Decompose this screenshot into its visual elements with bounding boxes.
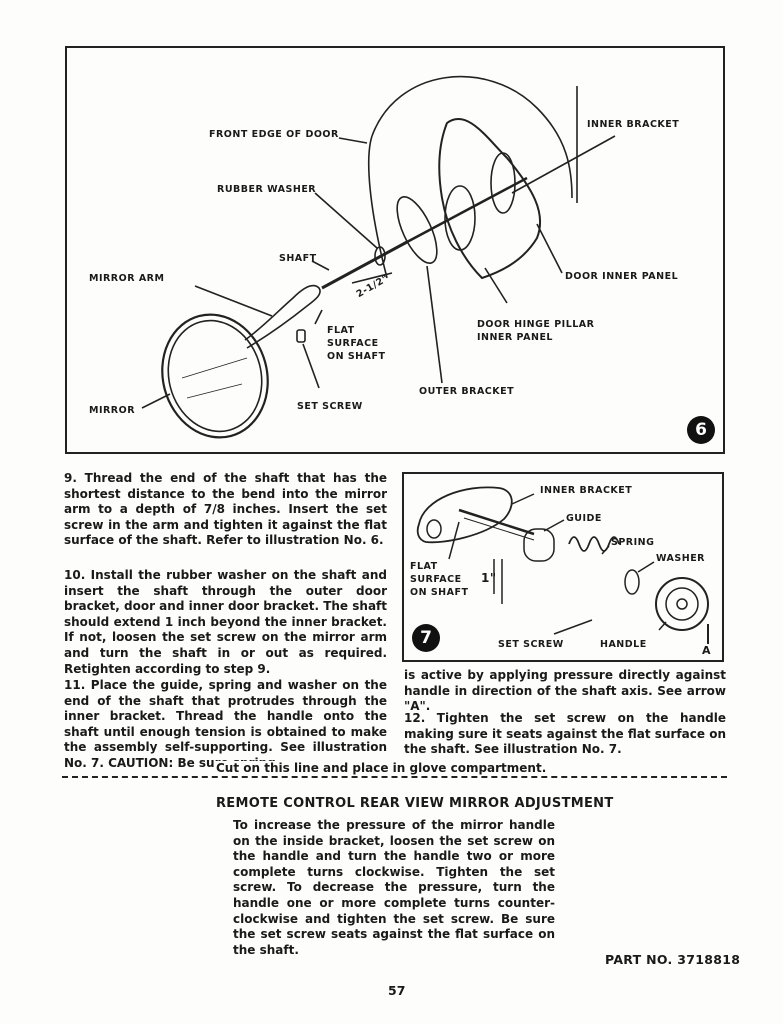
step-11-text: 11. Place the guide, spring and washer o… — [64, 678, 387, 770]
handle-assembly-drawing — [416, 486, 709, 644]
illustration-6: FRONT EDGE OF DOOR RUBBER WASHER INNER B… — [65, 46, 725, 454]
illustration-number-badge: 6 — [687, 416, 715, 444]
illustration-number-badge: 7 — [412, 624, 440, 652]
label-guide: GUIDE — [566, 513, 602, 524]
step-10-text: 10. Install the rubber washer on the sha… — [64, 568, 387, 676]
illustration-7: INNER BRACKET GUIDE SPRING WASHER FLAT S… — [402, 472, 724, 662]
label-door-hinge-pillar-inner-panel: DOOR HINGE PILLAR INNER PANEL — [477, 319, 595, 343]
label-mirror-arm: MIRROR ARM — [89, 273, 165, 284]
part-number: PART NO. 3718818 — [605, 952, 741, 967]
label-inner-bracket: INNER BRACKET — [540, 485, 633, 496]
adjustment-instructions: To increase the pressure of the mirror h… — [233, 818, 555, 957]
label-outer-bracket: OUTER BRACKET — [419, 386, 515, 397]
label-one-inch: 1" — [481, 571, 497, 585]
label-rubber-washer: RUBBER WASHER — [217, 184, 317, 195]
section-heading: REMOTE CONTROL REAR VIEW MIRROR ADJUSTME… — [216, 796, 614, 811]
label-flat-surface-on-shaft: FLAT SURFACE ON SHAFT — [327, 325, 386, 362]
page-number: 57 — [388, 983, 406, 998]
label-door-inner-panel: DOOR INNER PANEL — [565, 271, 679, 282]
label-flat-surface-on-shaft: FLAT SURFACE ON SHAFT — [410, 561, 469, 598]
cut-line-instruction: Cut on this line and place in glove comp… — [214, 761, 549, 775]
label-front-edge-of-door: FRONT EDGE OF DOOR — [209, 129, 339, 140]
step-12-text: 12. Tighten the set screw on the handle … — [404, 711, 726, 757]
label-arrow-a: A — [702, 644, 712, 657]
label-shaft: SHAFT — [279, 253, 317, 264]
label-set-screw: SET SCREW — [498, 639, 564, 650]
label-washer: WASHER — [656, 553, 706, 564]
mirror-assembly-drawing — [141, 75, 616, 439]
step-9-text: 9. Thread the end of the shaft that has … — [64, 471, 387, 548]
label-mirror: MIRROR — [89, 405, 136, 416]
label-set-screw: SET SCREW — [297, 401, 363, 412]
cut-line — [62, 776, 727, 778]
label-inner-bracket: INNER BRACKET — [587, 119, 680, 130]
step-11-continued-text: is active by applying pressure directly … — [404, 668, 726, 714]
label-handle: HANDLE — [600, 639, 647, 650]
label-spring: SPRING — [611, 537, 655, 548]
